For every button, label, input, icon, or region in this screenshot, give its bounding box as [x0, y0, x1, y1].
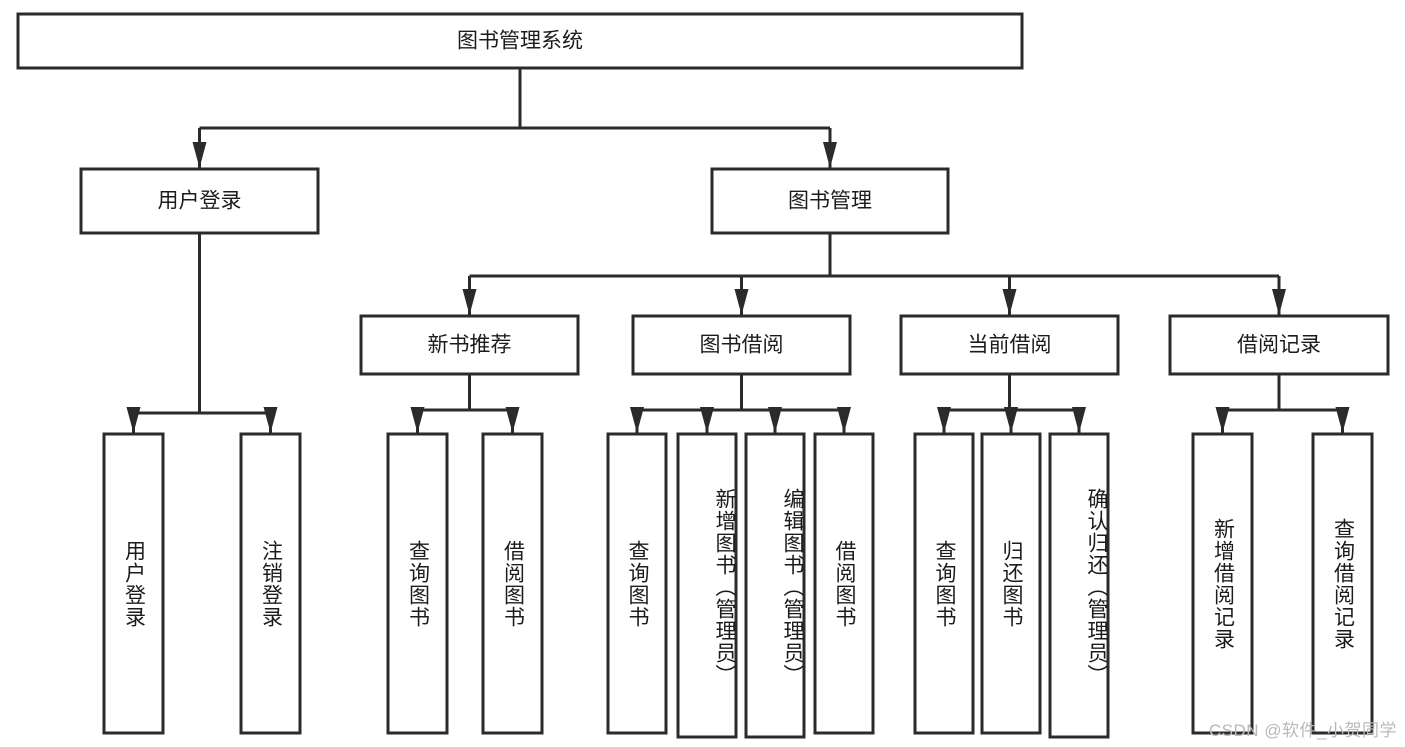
- node-leaf-box-7[interactable]: [813, 432, 875, 735]
- node-level2-label-1: 图书借阅: [700, 334, 784, 357]
- arrow-borrow-to-leaf-3: [837, 407, 851, 433]
- node-level2-label-0: 新书推荐: [428, 334, 512, 357]
- node-leaf-label-11: 新增借阅记录: [1211, 517, 1235, 650]
- node-leaf-box-4[interactable]: [606, 432, 668, 735]
- node-level2-box-0[interactable]: [359, 314, 580, 376]
- node-level1-box-1[interactable]: [710, 167, 950, 235]
- arrow-login-to-leaf-1: [263, 407, 278, 433]
- node-leaf-box-5[interactable]: [676, 432, 738, 739]
- node-leaf-box-2[interactable]: [386, 432, 449, 735]
- node-leaf-label-0: 用户登录: [122, 539, 146, 628]
- arrow-root-to-level1-0: [192, 142, 207, 168]
- node-level2-box-2[interactable]: [899, 314, 1120, 376]
- arrow-books-to-level2-1: [734, 289, 749, 315]
- node-level2-box-3[interactable]: [1168, 314, 1390, 376]
- node-leaf-label-7: 借阅图书: [833, 539, 857, 628]
- arrow-books-to-level2-0: [462, 289, 477, 315]
- node-leaf-label-12: 查询借阅记录: [1331, 517, 1355, 650]
- arrow-login-to-leaf-0: [126, 407, 141, 433]
- node-leaf-box-10[interactable]: [1048, 432, 1110, 739]
- node-leaf-box-12[interactable]: [1311, 432, 1374, 735]
- arrow-root-to-level1-1: [823, 142, 837, 168]
- node-leaf-label-8: 查询图书: [933, 539, 957, 628]
- node-leaf-box-1[interactable]: [239, 432, 302, 735]
- node-level1-label-0: 用户登录: [158, 190, 242, 213]
- node-leaf-box-0[interactable]: [102, 432, 165, 735]
- node-leaf-box-8[interactable]: [913, 432, 975, 735]
- node-leaf-box-9[interactable]: [980, 432, 1042, 735]
- arrow-newbook-to-leaf-0: [410, 407, 425, 433]
- arrow-books-to-level2-3: [1272, 289, 1286, 315]
- arrow-books-to-level2-2: [1002, 289, 1017, 315]
- arrow-record-to-leaf-0: [1215, 407, 1230, 433]
- arrow-current-to-leaf-2: [1072, 407, 1086, 433]
- node-leaf-label-5: 新增图书（管理员）: [713, 487, 736, 686]
- node-leaf-label-6: 编辑图书（管理员）: [781, 487, 804, 686]
- arrow-borrow-to-leaf-1: [700, 407, 714, 433]
- watermark-text: CSDN @软件_小贺同学: [1208, 721, 1397, 740]
- node-leaf-label-9: 归还图书: [1000, 539, 1024, 628]
- node-box-layer: [16, 12, 1390, 739]
- node-leaf-box-11[interactable]: [1191, 432, 1254, 735]
- node-level2-box-1[interactable]: [631, 314, 852, 376]
- node-level1-box-0[interactable]: [79, 167, 320, 235]
- arrow-record-to-leaf-1: [1335, 407, 1350, 433]
- arrow-current-to-leaf-0: [937, 407, 951, 433]
- node-leaf-label-2: 查询图书: [406, 539, 430, 628]
- node-leaf-label-1: 注销登录: [259, 539, 283, 628]
- node-leaf-box-6[interactable]: [744, 432, 806, 739]
- node-leaf-box-3[interactable]: [481, 432, 544, 735]
- node-leaf-label-3: 借阅图书: [501, 539, 525, 628]
- node-root-box[interactable]: [16, 12, 1024, 70]
- arrow-current-to-leaf-1: [1004, 407, 1018, 433]
- arrow-newbook-to-leaf-1: [505, 407, 520, 433]
- node-level2-label-2: 当前借阅: [968, 334, 1052, 357]
- node-leaf-label-4: 查询图书: [626, 539, 650, 628]
- connector-layer: [126, 68, 1350, 433]
- node-leaf-label-10: 确认归还（管理员）: [1085, 487, 1108, 686]
- node-level2-label-3: 借阅记录: [1237, 334, 1321, 357]
- arrow-borrow-to-leaf-2: [768, 407, 782, 433]
- arrow-borrow-to-leaf-0: [630, 407, 644, 433]
- node-root-label: 图书管理系统: [457, 30, 583, 53]
- node-level1-label-1: 图书管理: [788, 190, 872, 213]
